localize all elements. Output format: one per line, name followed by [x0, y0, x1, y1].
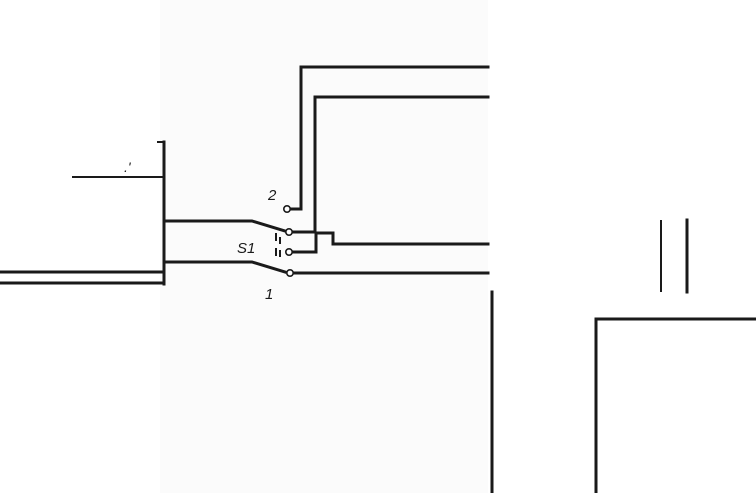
right-bottom-fragment-wires	[490, 290, 756, 493]
contact-upper	[284, 228, 293, 237]
wire-terminal-2	[289, 65, 490, 211]
panel-left-bottom	[0, 300, 160, 493]
wire-feed-lower	[162, 260, 287, 274]
contact-terminal-1	[285, 268, 294, 277]
panel-middle	[160, 0, 488, 493]
panel-left	[0, 0, 163, 300]
wire-center-link	[291, 231, 490, 254]
left-mark-text: .'	[124, 159, 132, 175]
middle-fragment-wires	[162, 65, 490, 275]
right-top-fragment-wires	[660, 218, 689, 294]
terminal-2-label: 2	[267, 187, 277, 204]
wire-feed-upper	[162, 219, 287, 233]
left-fragment-wires	[0, 140, 166, 286]
wire-upper-return	[291, 95, 490, 234]
contact-terminal-2	[282, 205, 291, 214]
switch-s1	[275, 205, 294, 277]
panel-right-top	[488, 0, 756, 292]
panel-right-bottom	[494, 292, 756, 493]
wire-right-bottom-box	[594, 317, 756, 493]
terminal-1-label: 1	[265, 286, 273, 303]
switch-designator-label: S1	[237, 240, 255, 257]
contact-center	[284, 248, 293, 257]
